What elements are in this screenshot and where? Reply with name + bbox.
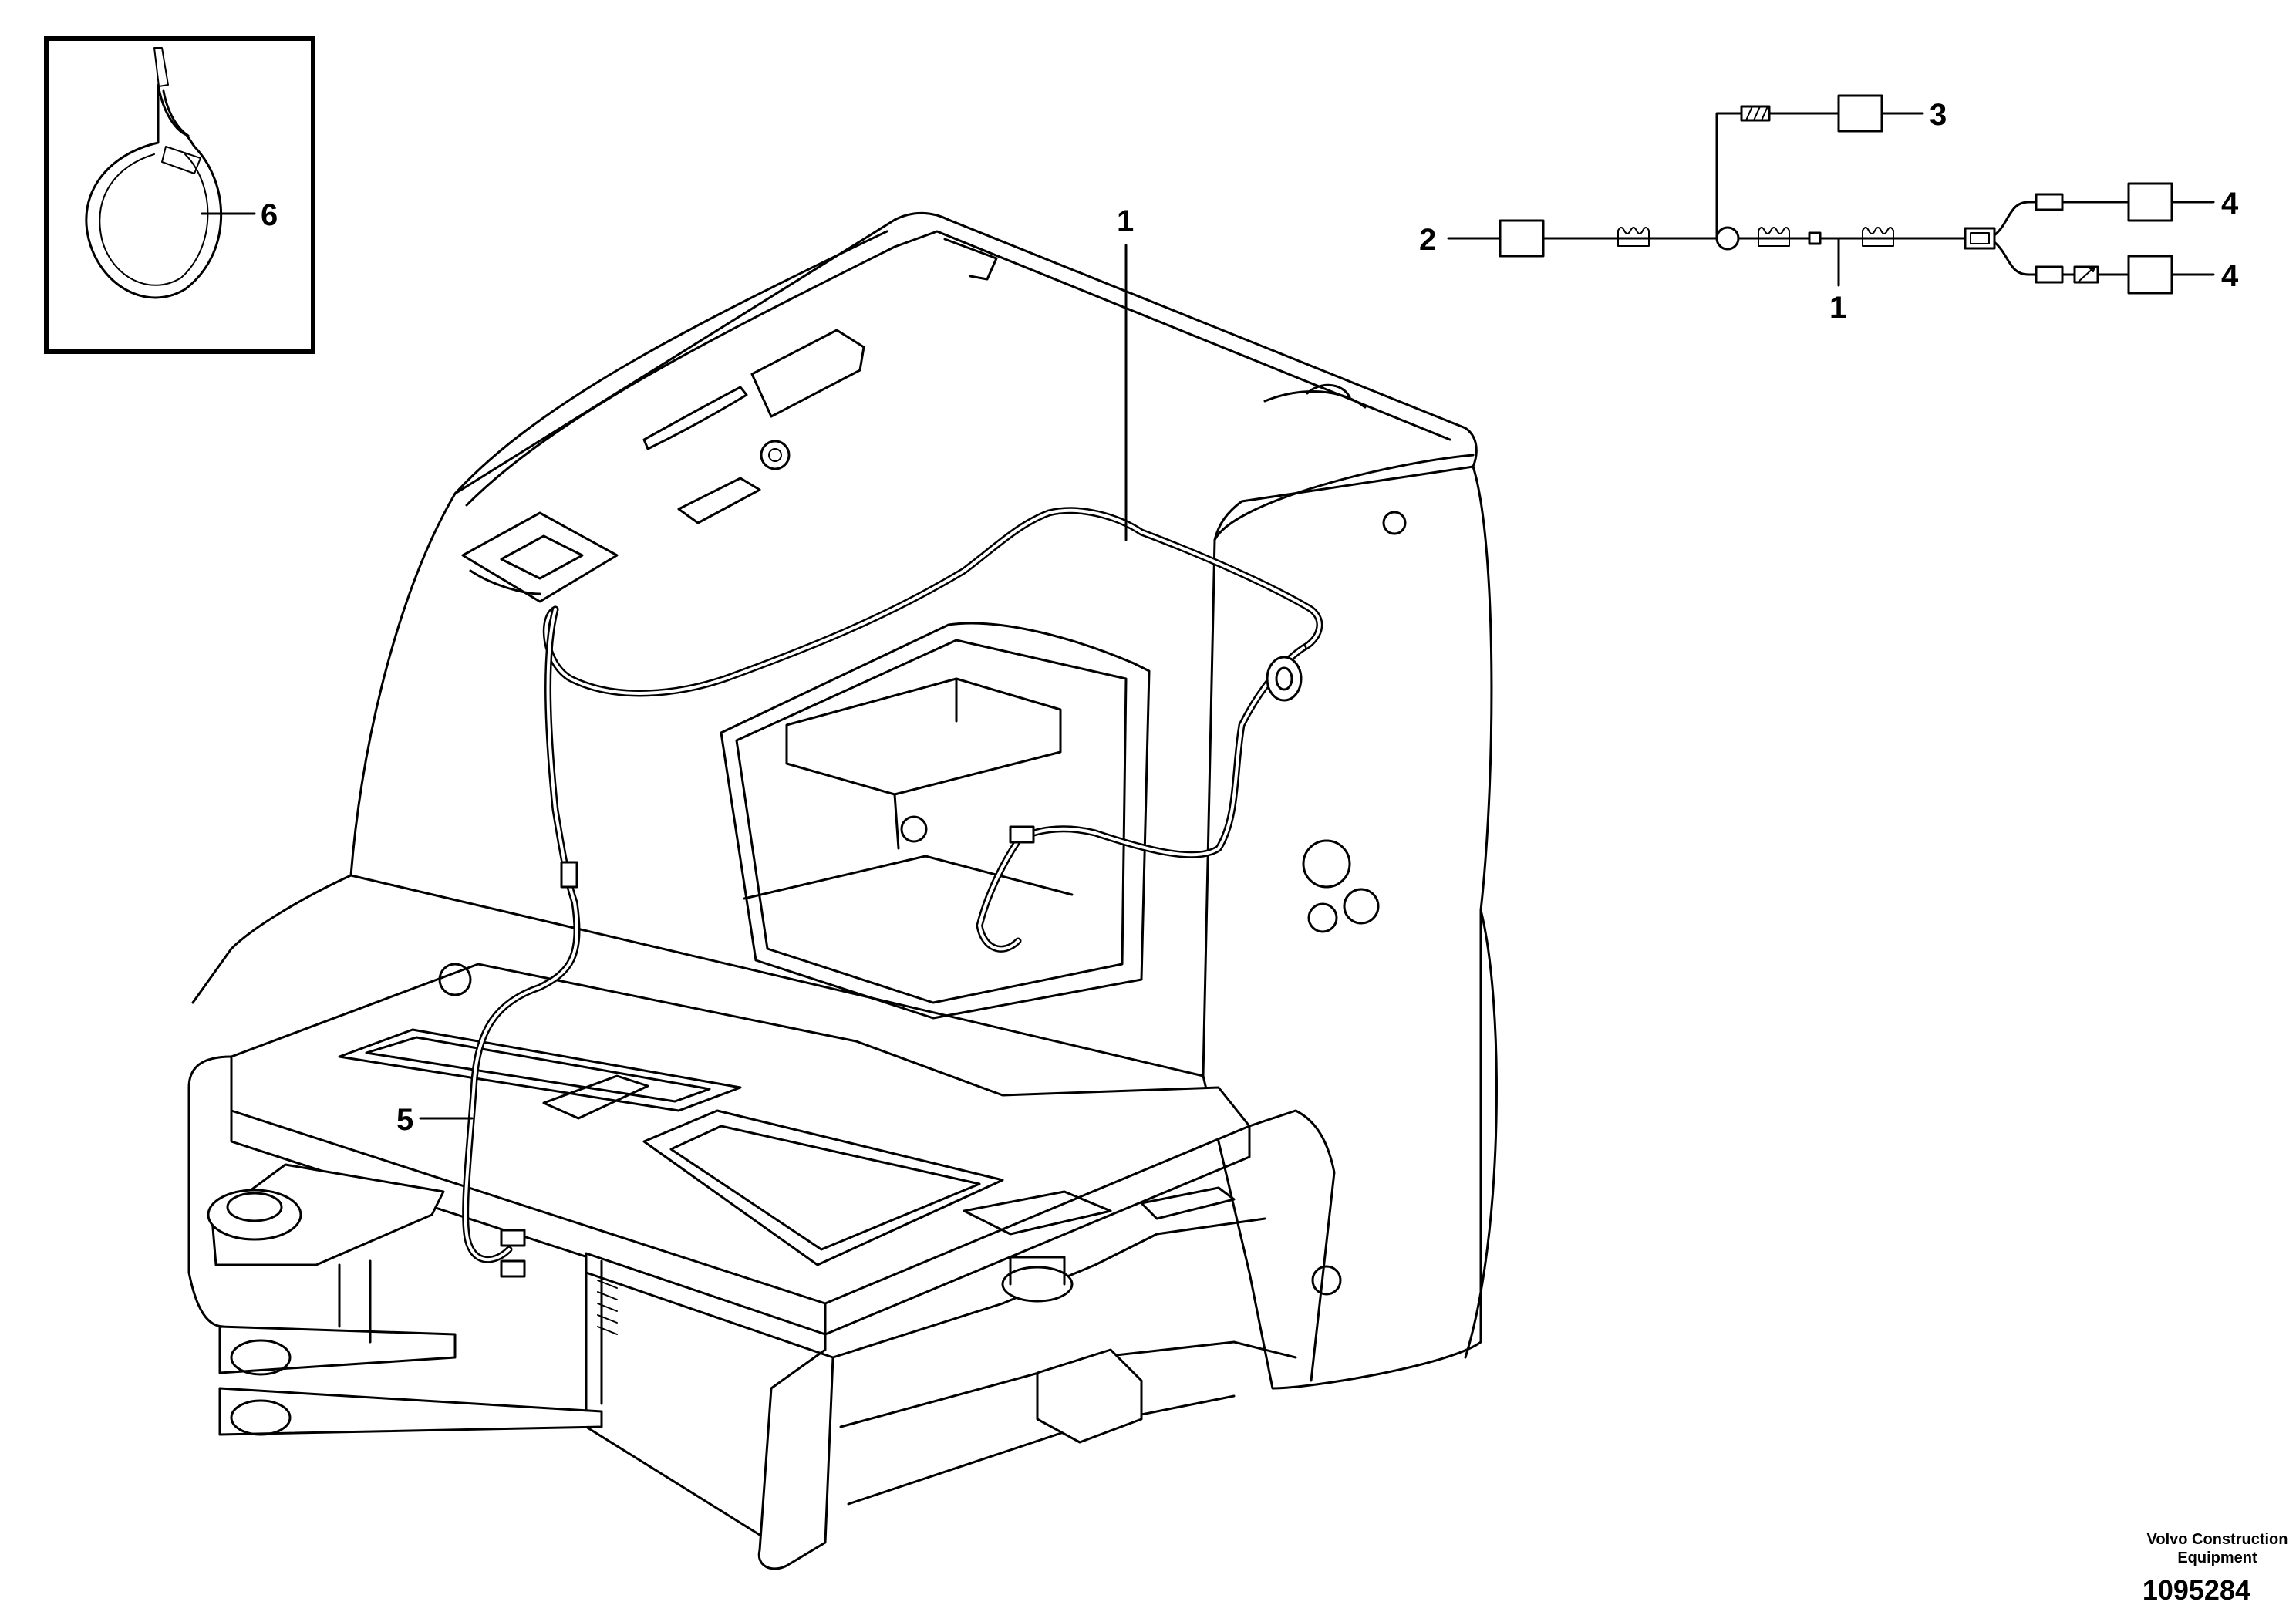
connector-symbol <box>1617 227 1650 247</box>
callout-5: 5 <box>396 1103 413 1137</box>
component-box-2 <box>1499 219 1545 258</box>
vent-slots <box>597 1280 618 1335</box>
inline-connector <box>500 1229 526 1247</box>
cable-tie-icon <box>85 47 222 299</box>
inline-connector <box>500 1259 526 1278</box>
wiring-harness <box>462 507 1323 1278</box>
component-box-4b <box>2127 255 2173 295</box>
callout-1: 1 <box>1117 204 1134 238</box>
callout-6: 6 <box>261 198 278 232</box>
callout-4a: 4 <box>2221 187 2239 221</box>
footer-brand: Volvo Construction Equipment 1095284 <box>2143 1531 2288 1606</box>
shield-symbol <box>2073 265 2099 284</box>
callout-2: 2 <box>1419 223 1436 257</box>
component-box-4a <box>2127 182 2173 222</box>
multi-connector <box>1964 227 1996 250</box>
callout-4b: 4 <box>2221 259 2239 293</box>
callout-1-schematic: 1 <box>1829 291 1846 325</box>
connector-symbol <box>1758 227 1790 247</box>
brand-line-1: Volvo Construction <box>2147 1531 2288 1548</box>
inline-connector <box>560 861 578 889</box>
plug-symbol <box>2035 193 2064 211</box>
document-number: 1095284 <box>2143 1574 2250 1606</box>
shield-symbol <box>1740 105 1771 122</box>
cable-tie-inset: 6 <box>44 36 315 354</box>
brand-line-2: Equipment <box>2177 1549 2257 1566</box>
inset-frame <box>44 36 315 354</box>
junction-node <box>1715 226 1740 251</box>
callout-3: 3 <box>1930 98 1947 132</box>
harness-schematic: 3 1 4 4 2 <box>1419 94 2239 325</box>
grommet <box>1266 656 1303 702</box>
inline-connector <box>1009 825 1035 844</box>
plug-symbol <box>2035 265 2064 284</box>
small-splice <box>1808 231 1822 245</box>
connector-symbol <box>1862 227 1894 247</box>
cab-platform-drawing: 1 5 <box>187 204 1498 1570</box>
component-box-3 <box>1837 94 1883 133</box>
